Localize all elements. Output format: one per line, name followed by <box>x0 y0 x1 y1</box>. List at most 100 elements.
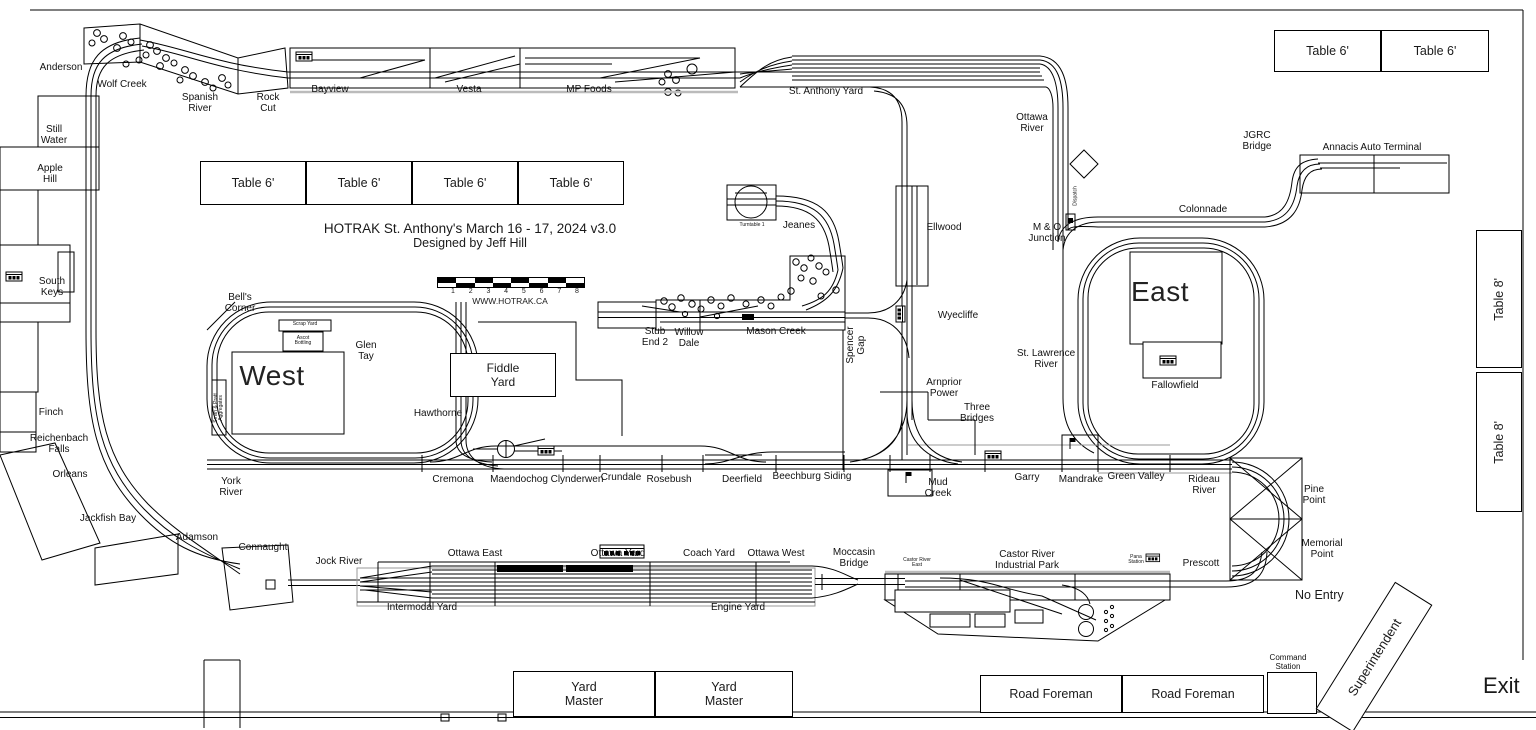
label-adamson: Adamson <box>175 532 219 543</box>
top-mainline-modules <box>288 47 1069 109</box>
ottawa-station-icon <box>599 544 645 559</box>
label-glen-tay: Glen Tay <box>355 340 377 363</box>
label-stub-end-2: Stub End 2 <box>641 326 669 349</box>
label-castor-river-industrial-park: Castor River Industrial Park <box>995 549 1059 572</box>
road-foreman-box-2: Road Foreman <box>1122 675 1264 713</box>
left-column-modules <box>0 37 294 611</box>
website-url: WWW.HOTRAK.CA <box>472 296 548 306</box>
table-6ft-topright-2: Table 6' <box>1381 30 1489 72</box>
mason-creek-area <box>597 184 910 470</box>
label-jeanes: Jeanes <box>782 220 816 231</box>
label-clynderwen: Clynderwen <box>550 474 604 485</box>
road-foreman-box-1: Road Foreman <box>980 675 1122 713</box>
label-green-valley: Green Valley <box>1107 471 1165 482</box>
label-beechburg-siding: Beechburg Siding <box>772 471 852 482</box>
label-rock-cut: Rock Cut <box>256 92 280 115</box>
plan-title: HOTRAK St. Anthony's March 16 - 17, 2024… <box>323 221 617 236</box>
yard-master-box-1: Yard Master <box>513 671 655 717</box>
label-mason-creek: Mason Creek <box>746 326 806 337</box>
label-mp-foods: MP Foods <box>566 84 612 95</box>
label-spencer-gap: Spencer Gap <box>844 326 867 364</box>
label-annacis-auto-terminal: Annacis Auto Terminal <box>1322 142 1422 153</box>
label-jock-river: Jock River <box>315 556 363 567</box>
label-apple-hill: Apple Hill <box>37 163 63 186</box>
label-colonnade: Colonnade <box>1178 204 1228 215</box>
label-st-lawrence-river: St. Lawrence River <box>1016 348 1076 371</box>
label-cremona: Cremona <box>432 474 474 485</box>
label-no-entry: No Entry <box>1295 588 1344 602</box>
pine-point-turnback <box>1229 457 1303 581</box>
label-dispatcher: Dispatch <box>1072 186 1079 206</box>
table-6ft-center-2: Table 6' <box>306 161 412 205</box>
label-pine-point: Pine Point <box>1302 484 1326 507</box>
label-york-river: York River <box>219 476 243 499</box>
bottom-mainline <box>207 434 1232 497</box>
label-ottawa-river: Ottawa River <box>1016 112 1048 135</box>
label-jgrc-bridge: JGRC Bridge <box>1242 130 1272 153</box>
label-willow-dale: Willow Dale <box>674 327 704 350</box>
label-mud-creek: Mud Creek <box>924 477 952 500</box>
label-fallowfield: Fallowfield <box>1151 380 1199 391</box>
label-hawthorne: Hawthorne <box>413 408 463 419</box>
label-connaught: Connaught <box>238 542 288 553</box>
label-rosebush: Rosebush <box>646 474 692 485</box>
label-mandrake: Mandrake <box>1058 474 1104 485</box>
table-8ft-right-1: Table 8' <box>1476 230 1522 368</box>
label-east: East <box>1130 276 1190 307</box>
label-deerfield: Deerfield <box>721 474 763 485</box>
ottawa-yards <box>288 544 905 607</box>
table-8ft-right-2: Table 8' <box>1476 372 1522 512</box>
label-wolf-creek: Wolf Creek <box>97 79 147 90</box>
ellwood-branch <box>849 86 976 465</box>
label-ottawa-east: Ottawa East <box>447 548 503 559</box>
label-ottawa-west: Ottawa West <box>747 548 805 559</box>
label-engine-yard: Engine Yard <box>710 602 766 613</box>
label-maendochog: Maendochog <box>490 474 548 485</box>
label-spanish-river: Spanish River <box>181 92 219 115</box>
label-aggregates: Smith & Pratt Aggregates <box>212 393 224 423</box>
label-finch: Finch <box>38 407 64 418</box>
label-turntable-1: Turntable 1 <box>739 222 765 228</box>
yard-master-box-2: Yard Master <box>655 671 793 717</box>
fiddle-yard-box: Fiddle Yard <box>450 353 556 397</box>
label-wyecliffe: Wyecliffe <box>937 310 979 321</box>
label-st-anthony-yard: St. Anthony Yard <box>788 86 864 97</box>
table-8ft-label: Table 8' <box>1492 277 1506 321</box>
plan-designer: Designed by Jeff Hill <box>413 236 527 250</box>
east-loop <box>1062 237 1265 465</box>
label-still-water: Still Water <box>40 124 68 147</box>
label-anderson: Anderson <box>39 62 83 73</box>
room-borders <box>0 9 1536 728</box>
label-south-keys: South Keys <box>38 276 66 299</box>
label-garry: Garry <box>1014 472 1040 483</box>
label-jackfish-bay: Jackfish Bay <box>79 513 137 524</box>
east-approach <box>1052 108 1450 398</box>
label-three-bridges: Three Bridges <box>960 402 994 425</box>
label-mo-junction: M & O Junction <box>1028 222 1066 245</box>
label-prescott: Prescott <box>1182 558 1220 569</box>
label-ascot-bottling: Ascot Bottling <box>294 335 312 347</box>
label-reichenbach-falls: Reichenbach Falls <box>29 433 89 456</box>
label-moccasin-bridge: Moccasin Bridge <box>832 547 876 570</box>
table-8ft-label: Table 8' <box>1492 420 1506 464</box>
label-ellwood: Ellwood <box>926 222 962 233</box>
tree-cluster-mason-creek <box>660 254 840 320</box>
label-vesta: Vesta <box>456 84 482 95</box>
label-exit: Exit <box>1483 673 1520 698</box>
label-arnprior-power: Arnprior Power <box>926 377 962 400</box>
scale-bar-checker <box>437 277 585 288</box>
table-6ft-center-1: Table 6' <box>200 161 306 205</box>
label-pana-station: Pana Station <box>1128 554 1144 566</box>
table-6ft-center-3: Table 6' <box>412 161 518 205</box>
table-6ft-center-4: Table 6' <box>518 161 624 205</box>
wolf-creek-modules <box>83 23 698 97</box>
table-6ft-topright-1: Table 6' <box>1274 30 1381 72</box>
label-coach-yard: Coach Yard <box>683 548 735 559</box>
command-station-box <box>1267 672 1317 714</box>
label-memorial-point: Memorial Point <box>1301 538 1343 561</box>
label-command-station: Command Station <box>1269 653 1307 671</box>
